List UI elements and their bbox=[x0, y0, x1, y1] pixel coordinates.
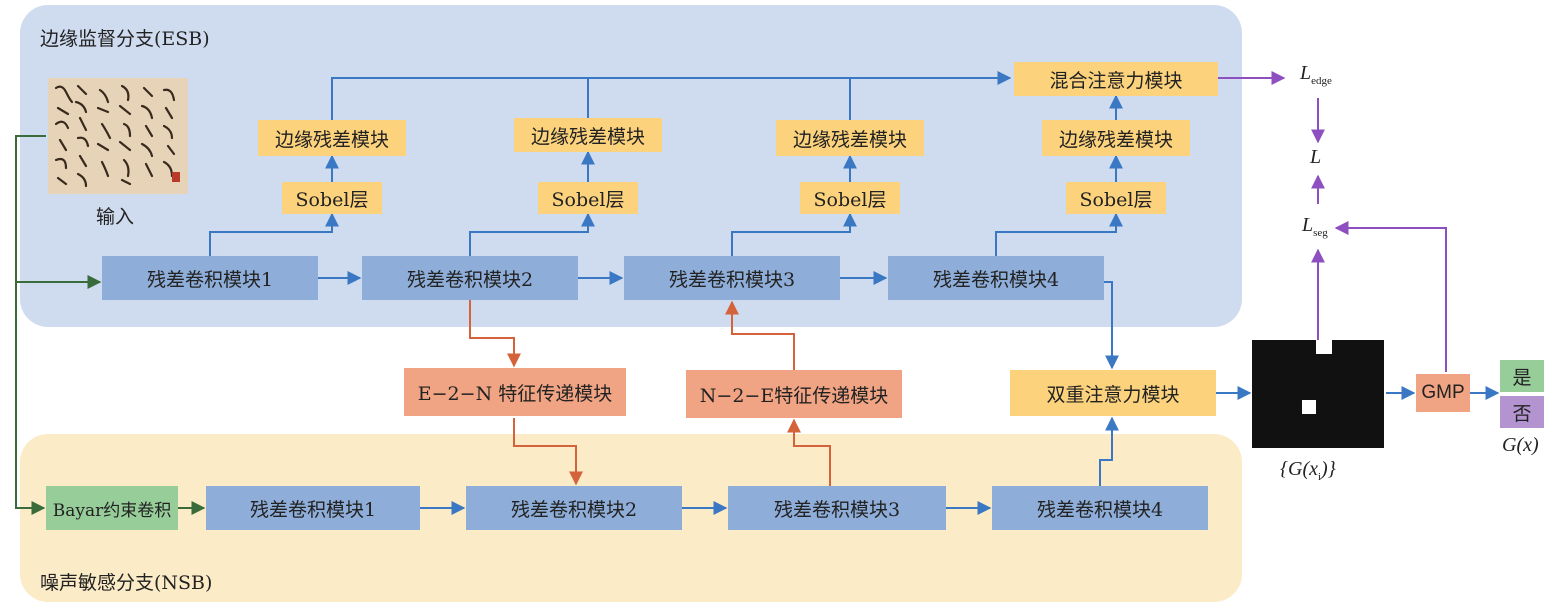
seal-mark bbox=[172, 172, 180, 182]
nsb-title: 噪声敏感分支(NSB) bbox=[40, 572, 213, 594]
output-yes: 是 bbox=[1500, 360, 1544, 392]
input-image bbox=[48, 78, 188, 194]
esb-residual-block-4: 残差卷积模块4 bbox=[888, 256, 1104, 300]
calligraphy-glyphs bbox=[54, 84, 180, 188]
nsb-residual-block-3: 残差卷积模块3 bbox=[728, 486, 946, 530]
prediction-set-label: {G(xi)} bbox=[1280, 458, 1336, 483]
sobel-layer-1: Sobel层 bbox=[282, 182, 382, 214]
mixed-attention-module: 混合注意力模块 bbox=[1014, 62, 1218, 96]
arrow-input-to-bayar bbox=[15, 135, 46, 515]
arrow-esb-b2-e2n bbox=[469, 300, 521, 368]
gx-label: G(x) bbox=[1502, 434, 1539, 456]
arrow-nsb-b3-n2e bbox=[787, 418, 831, 486]
esb-title: 边缘监督分支(ESB) bbox=[40, 28, 210, 50]
nsb-residual-block-2: 残差卷积模块2 bbox=[466, 486, 682, 530]
esb-residual-block-1: 残差卷积模块1 bbox=[102, 256, 318, 300]
nsb-residual-block-4: 残差卷积模块4 bbox=[992, 486, 1208, 530]
edge-residual-module-4: 边缘残差模块 bbox=[1042, 120, 1190, 156]
edge-residual-module-2: 边缘残差模块 bbox=[514, 118, 662, 152]
l-total-label: L bbox=[1310, 146, 1322, 168]
esb-residual-block-3: 残差卷积模块3 bbox=[624, 256, 840, 300]
sobel-layer-3: Sobel层 bbox=[800, 182, 900, 214]
esb-residual-block-2: 残差卷积模块2 bbox=[362, 256, 578, 300]
l-edge-label: Ledge bbox=[1300, 62, 1332, 87]
arrow-b3-sobel3 bbox=[731, 212, 857, 256]
arrow-top-bus bbox=[331, 71, 1012, 120]
sobel-layer-2: Sobel层 bbox=[538, 182, 638, 214]
dual-attention-module: 双重注意力模块 bbox=[1010, 370, 1216, 416]
edge-residual-module-3: 边缘残差模块 bbox=[776, 120, 924, 156]
arrow-e2n-nsb-b2 bbox=[513, 418, 583, 486]
input-label: 输入 bbox=[96, 206, 135, 228]
n2e-transfer-module: N−2−E特征传递模块 bbox=[686, 370, 902, 418]
arrow-b4-sobel4 bbox=[995, 212, 1123, 256]
bayar-conv-block: Bayar约束卷积 bbox=[46, 486, 178, 530]
arrow-esb-b4-dual bbox=[1104, 281, 1119, 370]
e2n-transfer-module: E−2−N 特征传递模块 bbox=[404, 368, 626, 416]
gmp-block: GMP bbox=[1416, 374, 1470, 412]
edge-residual-module-1: 边缘残差模块 bbox=[258, 120, 406, 156]
arrow-b2-sobel2 bbox=[469, 212, 595, 256]
l-seg-label: Lseg bbox=[1302, 214, 1328, 239]
output-no: 否 bbox=[1500, 396, 1544, 428]
nsb-residual-block-1: 残差卷积模块1 bbox=[206, 486, 420, 530]
arrow-nsb-b4-dual bbox=[1099, 416, 1119, 486]
sobel-layer-4: Sobel层 bbox=[1066, 182, 1166, 214]
arrow-gmp-to-lseg bbox=[1334, 221, 1447, 372]
segmentation-map-shape bbox=[1252, 340, 1384, 448]
arrow-n2e-esb-b3 bbox=[725, 300, 795, 370]
segmentation-map bbox=[1252, 340, 1384, 448]
arrow-b1-sobel1 bbox=[209, 212, 339, 256]
